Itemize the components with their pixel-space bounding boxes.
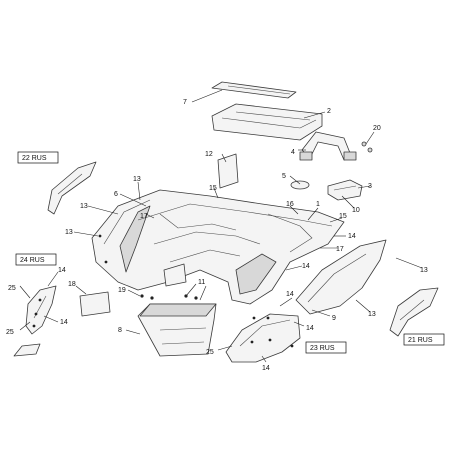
callout-15-b: 15 <box>339 213 347 220</box>
callout-12: 12 <box>205 151 213 158</box>
kit-22-label: 22 RUS <box>22 155 47 162</box>
callout-10: 10 <box>352 207 360 214</box>
leader-lines <box>19 89 423 363</box>
part-21-right-cover <box>389 287 439 337</box>
callout-7: 7 <box>183 99 187 106</box>
callout-25-c: 25 <box>206 349 214 356</box>
callout-25-a: 25 <box>8 285 16 292</box>
part-9-right-fender <box>295 239 387 315</box>
callout-14-c: 14 <box>286 291 294 298</box>
callout-13-a: 13 <box>133 176 141 183</box>
callout-3: 3 <box>368 183 372 190</box>
callout-13-c: 13 <box>65 229 73 236</box>
callout-14-b: 14 <box>302 263 310 270</box>
callout-17-b: 17 <box>336 246 344 253</box>
kit-box-23: 23 RUS <box>305 341 347 354</box>
callout-9: 9 <box>332 315 336 322</box>
part-2-rack-cover <box>211 103 323 141</box>
part-4-handle <box>299 131 357 161</box>
callout-5: 5 <box>282 173 286 180</box>
callout-14-a: 14 <box>348 233 356 240</box>
callout-18: 18 <box>68 281 76 288</box>
part-small-badge <box>13 343 41 357</box>
part-5-clip <box>290 180 310 190</box>
callout-14-f: 14 <box>262 365 270 372</box>
part-23-lower-cover <box>225 313 301 363</box>
callout-8: 8 <box>118 327 122 334</box>
callout-13-e: 13 <box>368 311 376 318</box>
callout-14-e: 14 <box>60 319 68 326</box>
part-20-screws <box>361 141 373 153</box>
callout-14-d: 14 <box>58 267 66 274</box>
part-24-left-lower-cover <box>25 285 57 335</box>
callout-17-a: 17 <box>140 213 148 220</box>
part-22-left-cover <box>47 161 97 215</box>
callout-13-d: 13 <box>420 267 428 274</box>
kit-24-label: 24 RUS <box>20 257 45 264</box>
fasteners <box>32 234 294 348</box>
callout-25-b: 25 <box>6 329 14 336</box>
callout-4: 4 <box>291 149 295 156</box>
callout-numbers: 7 2 20 4 12 5 3 10 13 6 13 17 13 15 16 1… <box>6 99 428 372</box>
part-8-storage-box <box>137 303 217 357</box>
callout-19: 19 <box>118 287 126 294</box>
part-3-bracket <box>327 179 363 201</box>
part-7-crossbar <box>211 81 297 99</box>
callout-11: 11 <box>198 279 205 286</box>
kit-box-21: 21 RUS <box>403 333 445 346</box>
kit-box-22: 22 RUS <box>17 151 59 164</box>
callout-13-b: 13 <box>80 203 88 210</box>
kit-23-label: 23 RUS <box>310 345 335 352</box>
callout-2: 2 <box>327 108 331 115</box>
part-12-panel <box>217 153 239 189</box>
callout-15-a: 15 <box>209 185 217 192</box>
part-18-sheet <box>79 291 111 317</box>
callout-16: 16 <box>286 201 294 208</box>
part-1-main-body <box>91 189 345 305</box>
callout-1: 1 <box>316 201 320 208</box>
kit-21-label: 21 RUS <box>408 337 433 344</box>
kit-box-24: 24 RUS <box>15 253 57 266</box>
callout-20: 20 <box>373 125 381 132</box>
callout-14-g: 14 <box>306 325 314 332</box>
callout-6: 6 <box>114 191 118 198</box>
